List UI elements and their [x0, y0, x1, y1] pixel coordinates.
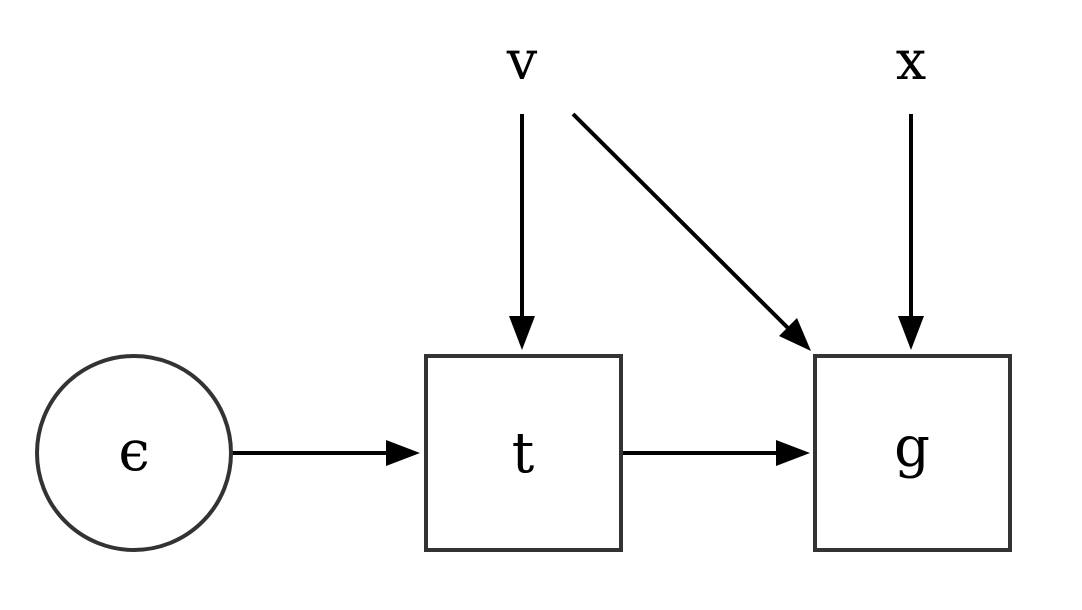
edge-epsilon-to-t	[232, 440, 420, 466]
edge-v-to-g	[571, 112, 811, 351]
node-epsilon: ϵ	[35, 354, 233, 552]
edge-x-to-g	[898, 114, 924, 350]
t-label: t	[512, 421, 535, 486]
v-label: v	[506, 29, 538, 92]
epsilon-label: ϵ	[118, 419, 149, 484]
epsilon-circle	[35, 354, 233, 552]
node-x: x	[896, 29, 926, 92]
node-v: v	[506, 29, 538, 92]
g-label: g	[894, 415, 930, 480]
node-g: g	[813, 354, 1012, 552]
g-box	[813, 354, 1012, 552]
t-box	[424, 354, 623, 552]
node-t: t	[424, 354, 623, 552]
edge-t-to-g	[622, 440, 810, 466]
edge-v-to-t	[509, 114, 535, 350]
x-label: x	[896, 29, 926, 92]
